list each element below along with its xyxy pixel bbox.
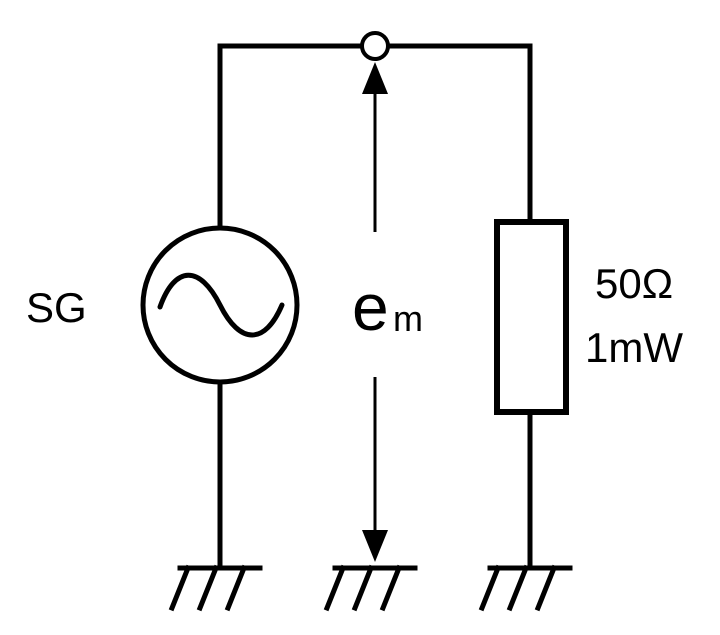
- ground-icon-source: [168, 564, 263, 612]
- voltage-subscript: m: [393, 298, 423, 339]
- ground-icon-load: [478, 564, 573, 612]
- resistor-symbol: [494, 219, 569, 415]
- top-wire: [217, 43, 365, 228]
- source-label: SG: [26, 284, 87, 331]
- arrow-down-icon: [362, 530, 388, 562]
- arrow-up-icon: [362, 62, 388, 94]
- voltage-symbol: e: [352, 270, 389, 344]
- load-resistance-label: 50Ω: [595, 260, 673, 307]
- sine-wave-icon: [157, 272, 285, 338]
- signal-generator-symbol: [140, 225, 300, 385]
- ground-icon-measurement: [323, 564, 418, 612]
- terminal-node: [360, 31, 390, 61]
- top-wire-right: [386, 43, 533, 225]
- load-power-label: 1mW: [585, 324, 683, 371]
